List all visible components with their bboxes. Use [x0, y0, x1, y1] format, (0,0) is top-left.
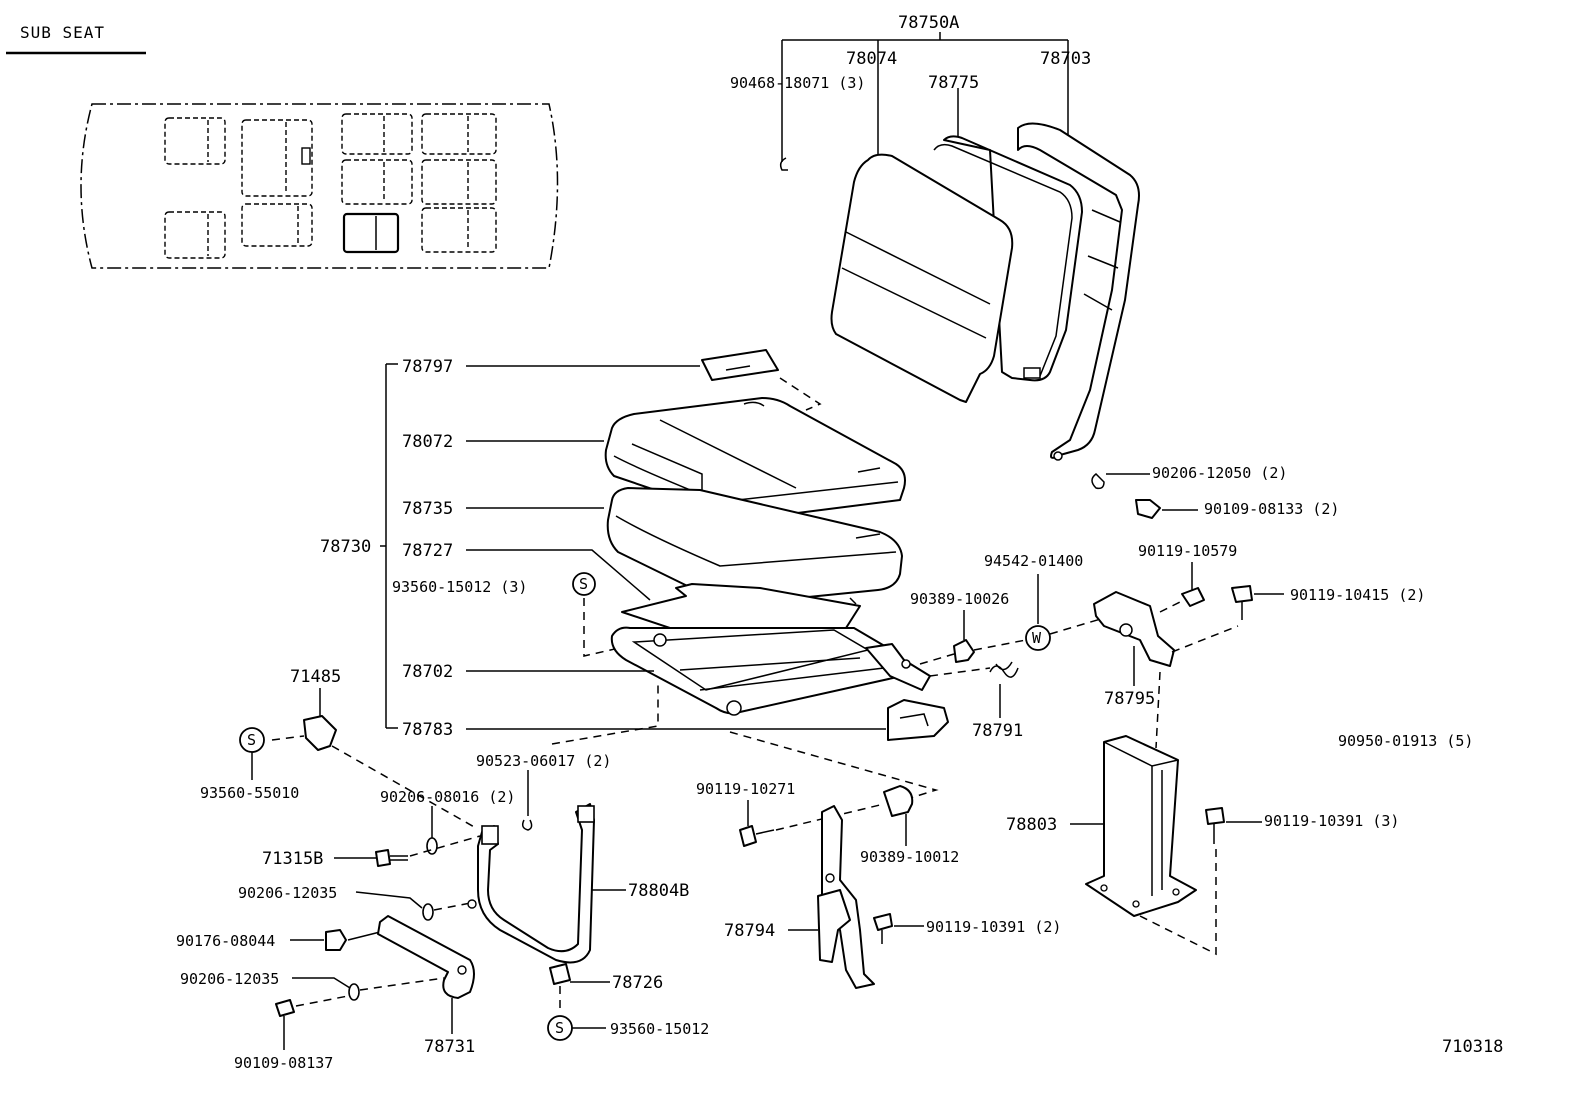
support-bracket [1093, 591, 1175, 667]
label-90109-08137: 90109-08137 [234, 1054, 333, 1072]
section-title: SUB SEAT [20, 23, 105, 42]
label-78735: 78735 [402, 499, 453, 519]
label-78775: 78775 [928, 73, 979, 93]
label-94542-01400: 94542-01400 [984, 552, 1083, 570]
label-78804b: 78804B [628, 881, 689, 901]
vehicle-seat-layout-icon [80, 103, 559, 269]
bolt-71315b [375, 849, 391, 867]
clip-icon [521, 819, 533, 831]
screw-symbol-label: S [579, 575, 588, 593]
washer-icon [348, 983, 360, 1001]
label-78731: 78731 [424, 1037, 475, 1057]
bolt-top-right [1135, 499, 1161, 519]
cushion-assembly: S [380, 349, 949, 741]
striker [303, 715, 337, 751]
screw-symbol [572, 572, 596, 596]
label-78730: 78730 [320, 537, 371, 557]
label-93560-15012: 93560-15012 [610, 1020, 709, 1038]
label-90206-08016: 90206-08016 (2) [380, 788, 515, 806]
leg-bolt [739, 825, 757, 847]
label-90119-10579: 90119-10579 [1138, 542, 1237, 560]
svg-text:S: S [555, 1019, 564, 1037]
diagram-code: 710318 [1442, 1037, 1503, 1057]
label-90468-18071: 90468-18071 (3) [730, 74, 865, 92]
label-90389-10026: 90389-10026 [910, 590, 1009, 608]
backrest-frame [1017, 122, 1140, 459]
frame-bracket [887, 699, 949, 741]
label-90176-08044: 90176-08044 [176, 932, 275, 950]
left-leg-assembly: S S [239, 680, 659, 1050]
backrest-frame-cushion [943, 135, 1083, 382]
bolt-right [1231, 585, 1253, 603]
svg-text:S: S [247, 731, 256, 749]
washer-icon [422, 903, 434, 921]
label-71485: 71485 [290, 667, 341, 687]
label-90119-10391-3: 90119-10391 (3) [1264, 812, 1399, 830]
label-78703: 78703 [1040, 49, 1091, 69]
label-90206-12050: 90206-12050 (2) [1152, 464, 1287, 482]
label-90119-10271: 90119-10271 [696, 780, 795, 798]
label-78803: 78803 [1006, 815, 1057, 835]
label-78702: 78702 [402, 662, 453, 682]
backrest-pad [830, 153, 1014, 403]
label-78795: 78795 [1104, 689, 1155, 709]
label-78794: 78794 [724, 921, 775, 941]
pedestal [1085, 735, 1197, 917]
label-78791: 78791 [972, 721, 1023, 741]
part-labels: 78750A 78074 78775 78703 90468-18071 (3)… [176, 13, 1503, 1072]
cushion-stopper [883, 785, 914, 817]
label-93560-15012-3: 93560-15012 (3) [392, 578, 527, 596]
right-support-assembly: W [919, 473, 1284, 956]
label-90950-01913: 90950-01913 (5) [1338, 732, 1473, 750]
pedestal-bolt [1205, 807, 1225, 825]
label-90119-10415: 90119-10415 (2) [1290, 586, 1425, 604]
hinge-bracket [821, 805, 875, 989]
seat-cell [241, 119, 313, 197]
leg-link [377, 915, 475, 999]
seat-cell [341, 113, 413, 155]
label-90206-12035-upper: 90206-12035 [238, 884, 337, 902]
seat-cell [421, 159, 497, 205]
seat-cell [164, 211, 226, 259]
label-90119-10391-2: 90119-10391 (2) [926, 918, 1061, 936]
washer-symbol [1025, 625, 1051, 651]
washer-icon [1091, 473, 1105, 490]
nut [325, 929, 347, 951]
hinge-bolt [873, 913, 893, 931]
label-71315b: 71315B [262, 849, 323, 869]
label-93560-55010: 93560-55010 [200, 784, 299, 802]
sub-seat-highlight [342, 212, 400, 254]
label-78783: 78783 [402, 720, 453, 740]
label-78726: 78726 [612, 973, 663, 993]
cushion-pad [606, 487, 903, 605]
seat-cell [341, 159, 413, 205]
stopper-right [953, 639, 975, 663]
label-90523-06017: 90523-06017 (2) [476, 752, 611, 770]
bolt-bottom-left [275, 999, 295, 1017]
label-78750a: 78750A [898, 13, 959, 33]
label-78074: 78074 [846, 49, 897, 69]
seat-cell [421, 207, 497, 253]
washer-icon [426, 837, 438, 855]
backrest-clip-icon [779, 157, 788, 171]
cover-plate [701, 349, 779, 381]
label-90109-08133: 90109-08133 (2) [1204, 500, 1339, 518]
label-90389-10012: 90389-10012 [860, 848, 959, 866]
label-90206-12035-lower: 90206-12035 [180, 970, 279, 988]
label-78797: 78797 [402, 357, 453, 377]
backrest-assembly [779, 32, 1140, 461]
seat-cell [241, 203, 313, 247]
spring-icon [989, 661, 1019, 678]
bolt-top [1181, 587, 1205, 607]
vehicle-outline [80, 103, 559, 269]
cap [549, 963, 571, 985]
seat-cell [164, 117, 226, 165]
label-78072: 78072 [402, 432, 453, 452]
label-78727: 78727 [402, 541, 453, 561]
seat-cell [421, 113, 497, 155]
hinge-assembly [729, 731, 939, 989]
svg-text:W: W [1032, 629, 1042, 647]
